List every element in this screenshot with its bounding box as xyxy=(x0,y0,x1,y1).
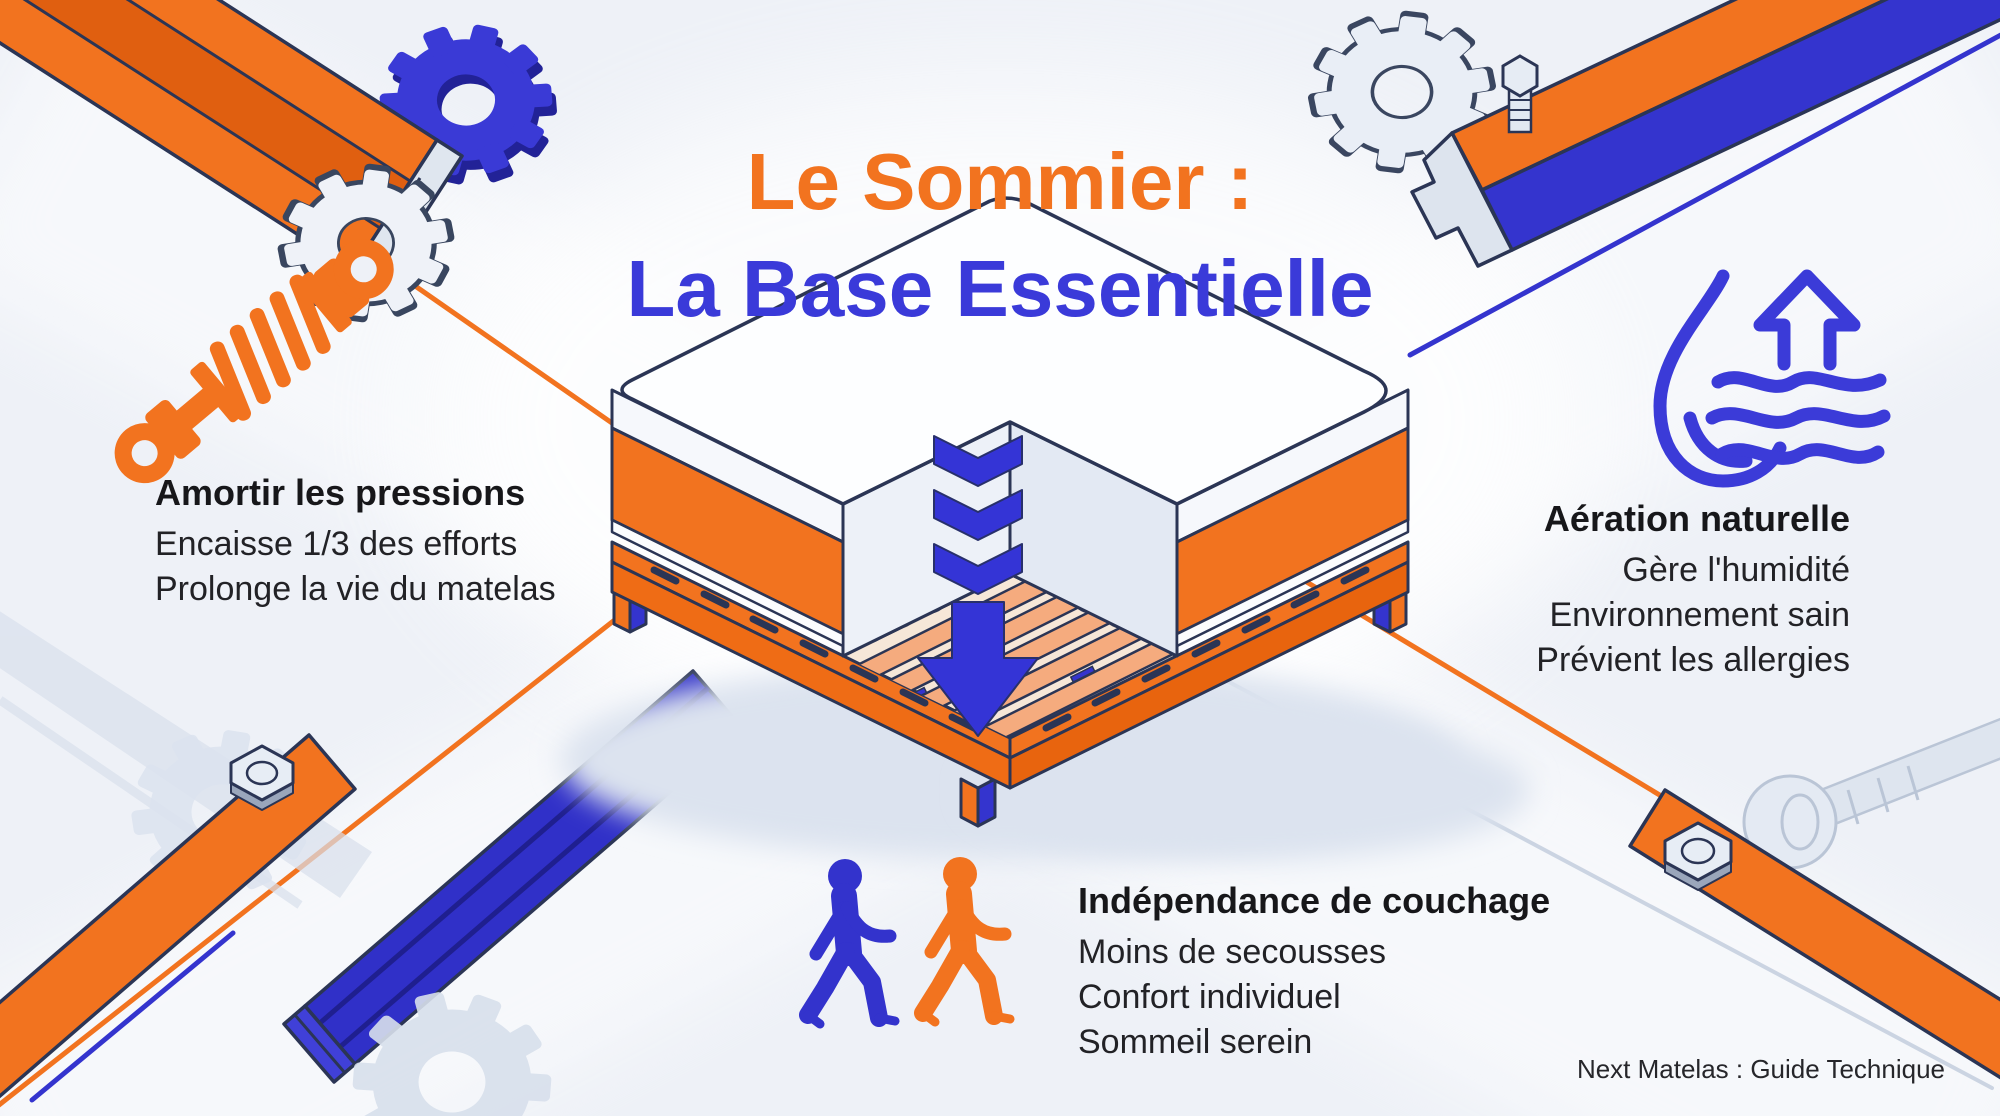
aeration-line: Gère l'humidité xyxy=(1622,551,1850,589)
bar-bottom-left-orange-icon xyxy=(0,733,357,1099)
title-line-1: Le Sommier : xyxy=(746,137,1254,226)
aeration-line: Prévient les allergies xyxy=(1536,640,1850,679)
pressure-line: Encaisse 1/3 des efforts xyxy=(155,525,518,563)
independence-line: Confort individuel xyxy=(1078,977,1341,1016)
bar-bottom-right-orange-icon xyxy=(1628,788,2000,1080)
title-line-2: La Base Essentielle xyxy=(626,244,1374,334)
shock-absorber-icon xyxy=(114,239,394,484)
section-pressure: Amortir les pressions Encaisse 1/3 des e… xyxy=(155,472,556,612)
gear-icon-top-right xyxy=(1296,1,1508,184)
humidity-icon xyxy=(1653,269,1891,488)
aeration-heading: Aération naturelle xyxy=(1543,498,1850,539)
mattress xyxy=(610,196,1410,648)
independence-heading: Indépendance de couchage xyxy=(1078,880,1551,921)
ghost-screw-icon xyxy=(1742,717,2000,870)
walker-orange xyxy=(923,857,1010,1022)
beam-top-right-icon xyxy=(1410,0,2000,268)
aeration-line: Environnement sain xyxy=(1549,595,1850,634)
footer-credit: Next Matelas : Guide Technique xyxy=(1576,1054,1945,1084)
pressure-line: Prolonge la vie du matelas xyxy=(155,569,556,608)
bed-illustration xyxy=(560,196,1530,860)
pressure-arrow-icon xyxy=(917,435,1039,737)
independence-line: Moins de secousses xyxy=(1078,933,1387,971)
hex-bolt-icon-top-right xyxy=(1501,54,1539,134)
page-title: Le Sommier : La Base Essentielle xyxy=(0,128,2000,342)
section-aeration: Aération naturelle Gère l'humidité Envir… xyxy=(1536,498,1850,683)
independence-line: Sommeil serein xyxy=(1078,1022,1313,1061)
section-independence: Indépendance de couchage Moins de secous… xyxy=(1078,880,1550,1065)
pressure-heading: Amortir les pressions xyxy=(155,472,526,513)
slat-end-marks xyxy=(650,566,1370,732)
